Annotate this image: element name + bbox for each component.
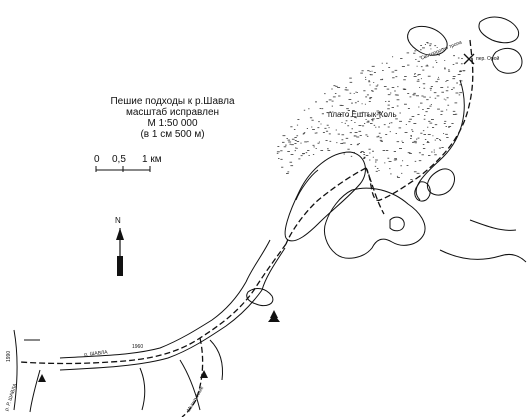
trail-path (19, 39, 474, 417)
north-arrow (116, 228, 124, 276)
lake-top-right (478, 16, 520, 44)
valley-lobe (284, 151, 366, 242)
scale-tick-0: 0 (94, 154, 100, 165)
pass-marker (463, 53, 475, 65)
plateau-area (276, 42, 466, 180)
elevation-1960: 1960 (132, 344, 144, 350)
scale-tick-2: 1 км (142, 154, 162, 165)
scale-bar (95, 166, 151, 172)
plateau-label: плато Ештык-Коль (328, 110, 397, 119)
title-line-2: масштаб исправлен (125, 107, 220, 118)
north-label: N (115, 216, 121, 225)
terrain-lines (13, 16, 527, 413)
pass-label: пер. Орой (476, 56, 500, 62)
title-line-4: (в 1 см 500 м) (140, 129, 205, 140)
lake-top-left (407, 25, 448, 56)
title-line-1: Пешие подходы к р.Шавла (110, 96, 235, 107)
scale-labels: 0 0,5 1 км (92, 154, 172, 166)
tree-symbols (38, 310, 280, 382)
scale-tick-1: 0,5 (112, 154, 126, 165)
lake-oroy (491, 47, 523, 74)
elevation-1990: 1990 (6, 350, 12, 362)
title-line-3: М 1:50 000 (147, 118, 198, 129)
map-title: Пешие подходы к р.Шавла масштаб исправле… (80, 96, 265, 140)
scree-area (246, 288, 274, 307)
